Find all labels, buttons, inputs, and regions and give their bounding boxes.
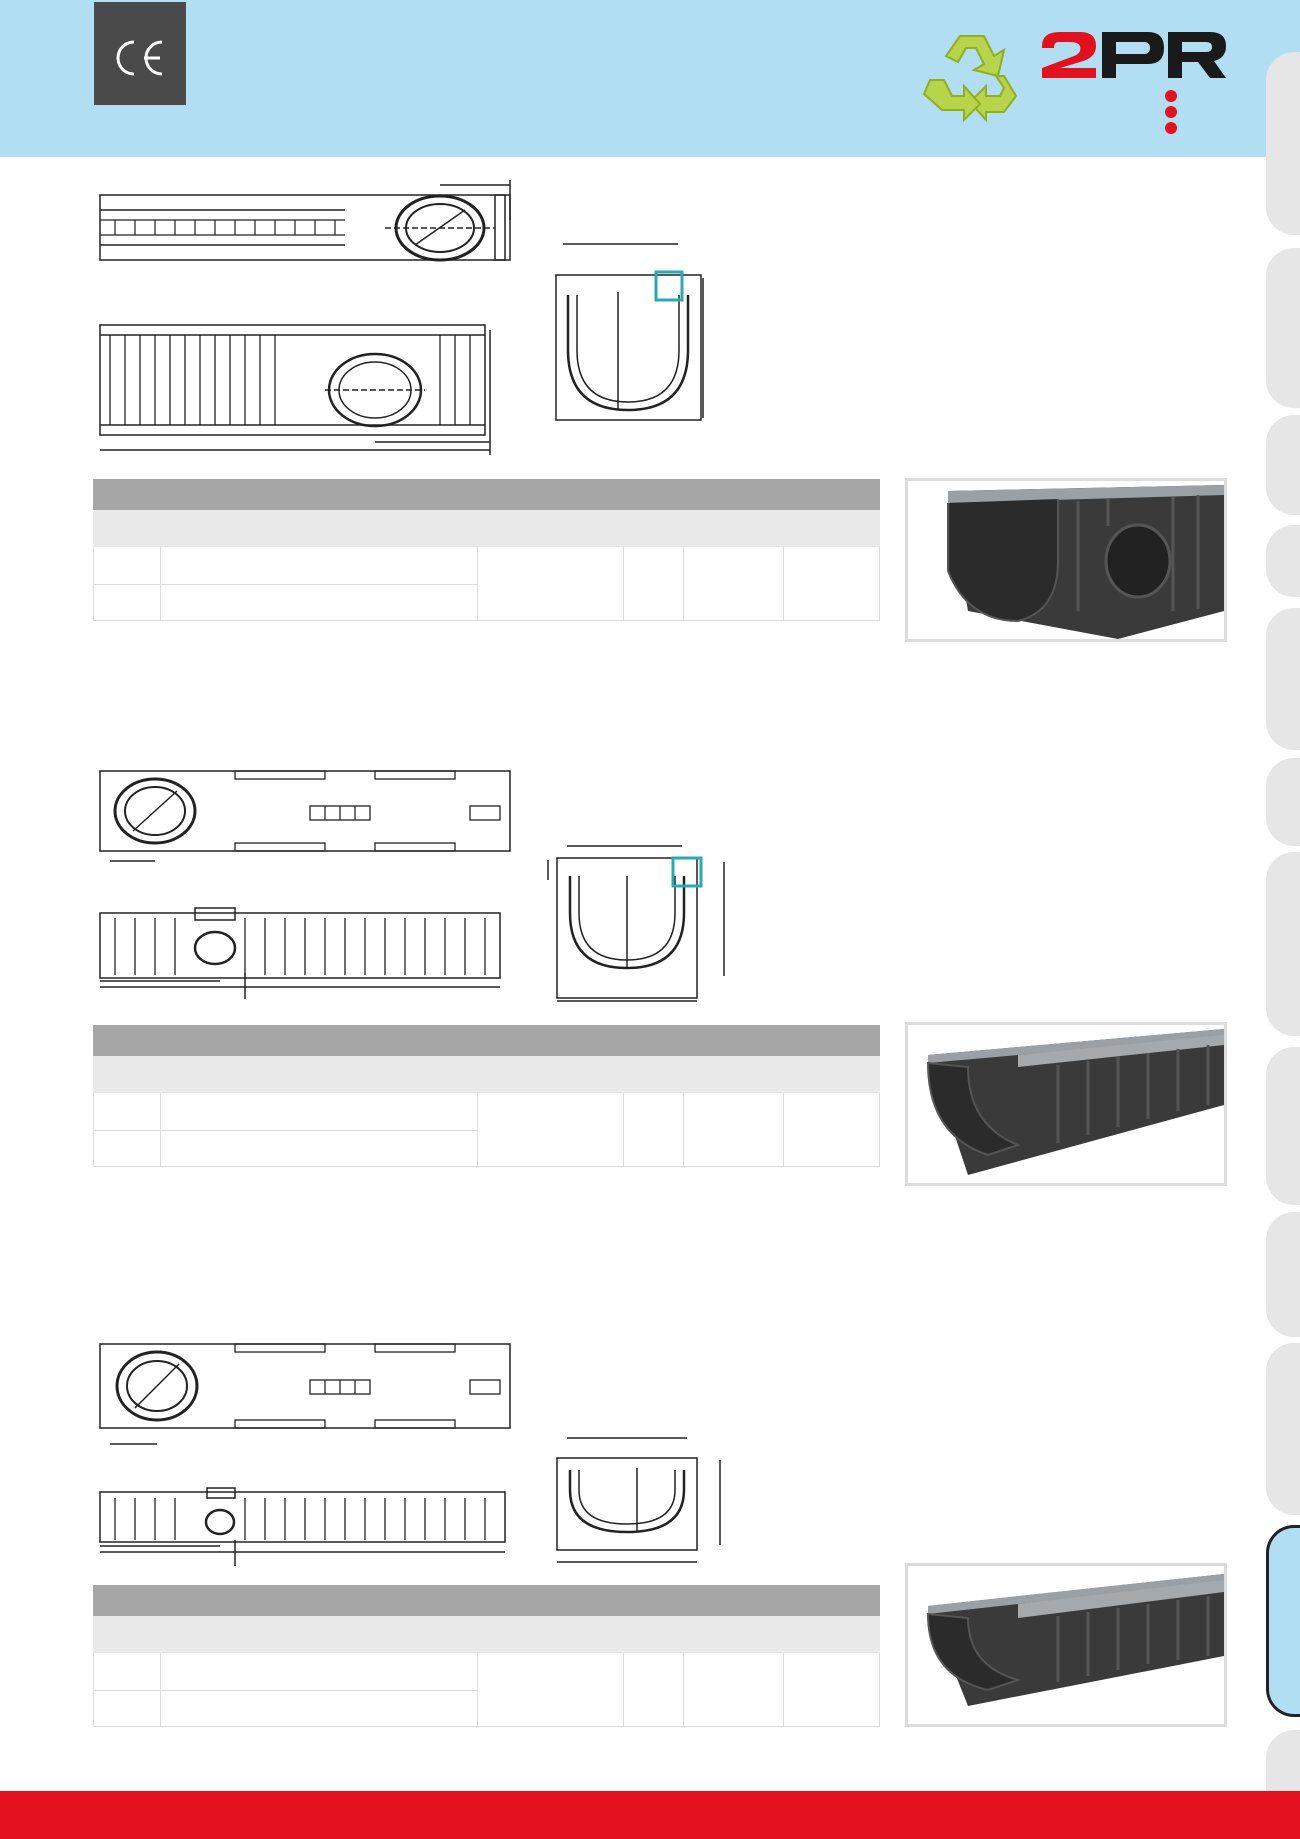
spec-table-title-bar — [93, 1025, 880, 1056]
section-tab[interactable] — [1266, 1047, 1300, 1205]
spec-table-title-bar — [93, 1585, 880, 1616]
section-tab[interactable] — [1266, 608, 1300, 750]
spec-table-header-row — [93, 1056, 880, 1093]
technical-drawing-section-3 — [556, 1437, 721, 1563]
spec-table-header-row — [93, 1616, 880, 1653]
section-tab-active[interactable] — [1266, 1525, 1300, 1717]
technical-drawing-plan-2 — [99, 770, 511, 999]
section-tab[interactable] — [1266, 852, 1300, 1036]
ce-mark-icon — [116, 40, 163, 76]
section-tab[interactable] — [1266, 1343, 1300, 1515]
page-footer-bar — [0, 1791, 1300, 1839]
technical-drawing-section-1 — [555, 243, 704, 421]
spec-table-header-row — [93, 510, 880, 547]
section-tab[interactable] — [1266, 758, 1300, 846]
spec-table-body — [93, 547, 880, 621]
page-header — [0, 0, 1300, 157]
brand-logo — [1042, 32, 1226, 134]
spec-table-body — [93, 1093, 880, 1167]
section-tab[interactable] — [1266, 415, 1300, 515]
product-photo-1 — [905, 478, 1227, 642]
spec-table-title-bar — [93, 479, 880, 510]
channel-photo-standard — [926, 1029, 1224, 1175]
section-tabs — [1266, 0, 1300, 1839]
product-photo-3 — [905, 1563, 1227, 1727]
section-tab[interactable] — [1266, 1212, 1300, 1337]
technical-drawing-section-2 — [547, 845, 725, 1002]
product-photo-2 — [905, 1022, 1227, 1186]
recycle-icon — [922, 35, 1018, 123]
ce-mark-badge — [94, 2, 186, 105]
spec-table-2 — [93, 1025, 880, 1167]
section-tab[interactable] — [1266, 248, 1300, 408]
spec-table-1 — [93, 479, 880, 621]
section-tab[interactable] — [1266, 52, 1300, 235]
spec-table-body — [93, 1653, 880, 1727]
technical-drawing-plan-1 — [99, 180, 511, 455]
channel-photo-outlet — [947, 485, 1224, 639]
spec-table-3 — [93, 1585, 880, 1727]
technical-drawing-plan-3 — [99, 1343, 511, 1566]
channel-photo-shallow — [926, 1574, 1224, 1706]
section-tab[interactable] — [1266, 525, 1300, 597]
